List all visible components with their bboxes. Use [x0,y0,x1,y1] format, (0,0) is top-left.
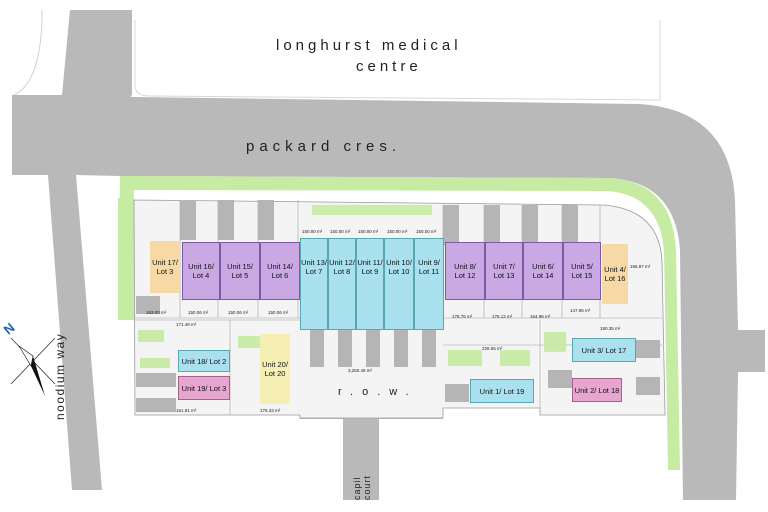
area-label: 150.00 m² [330,229,351,234]
medical-centre-label-line2: centre [356,58,422,75]
unit-3: Unit 3/ Lot 17 [572,338,636,362]
area-label: 150.00 m² [358,229,379,234]
unit-1: Unit 1/ Lot 19 [470,379,534,403]
unit-19: Unit 19/ Lot 3 [178,376,230,400]
area-label: 150.00 m² [387,229,408,234]
unit-7: Unit 7/Lot 13 [485,242,523,300]
area-label: 150.06 m² [268,310,289,315]
area-label: 150.00 m² [416,229,437,234]
unit-11: Unit 11/Lot 9 [356,238,384,330]
packard-cres-label: packard cres. [246,138,402,155]
road-noodium-way [12,10,132,490]
unit-17: Unit 17/Lot 3 [150,241,180,293]
north-arrow-icon [10,337,56,396]
area-label: 3,250.49 m² [348,368,373,373]
area-label: 228.55 m² [482,346,503,351]
capil-court-label: capil court [352,474,372,500]
area-label: 166.87 m² [630,264,651,269]
unit-18: Unit 18/ Lot 2 [178,350,230,372]
unit-2: Unit 2/ Lot 18 [572,378,622,402]
area-label: 176.33 m² [260,408,281,413]
unit-8: Unit 8/Lot 12 [445,242,485,300]
area-label: 151.81 m² [176,408,197,413]
unit-16: Unit 16/Lot 4 [182,242,220,300]
area-label: 171.49 m² [176,322,197,327]
unit-13: Unit 13/Lot 7 [300,238,328,330]
road-packard-cres [62,96,765,500]
area-label: 176.12 m² [492,314,513,319]
unit-14: Unit 14/Lot 6 [260,242,300,300]
area-label: 150.00 m² [302,229,323,234]
area-label: 150.06 m² [228,310,249,315]
medical-centre-label-line1: longhurst medical [276,37,462,54]
unit-15: Unit 15/Lot 5 [220,242,260,300]
unit-20: Unit 20/ Lot 20 [260,334,290,404]
unit-10: Unit 10/Lot 10 [384,238,414,330]
area-label: 178.76 m² [452,314,473,319]
area-label: 164.96 m² [530,314,551,319]
unit-12: Unit 12/Lot 8 [328,238,356,330]
unit-6: Unit 6/Lot 14 [523,242,563,300]
row-label: r.o.w. [338,386,418,398]
unit-5: Unit 5/Lot 15 [563,242,601,300]
unit-4: Unit 4/Lot 16 [602,244,628,304]
area-label: 190.35 m² [600,326,621,331]
area-label: 147.96 m² [570,308,591,313]
area-label: 150.06 m² [188,310,209,315]
area-label: 163.00 m² [146,310,167,315]
road-capil-court [343,418,379,500]
noodium-way-label: noodium way [53,332,67,420]
unit-9: Unit 9/Lot 11 [414,238,444,330]
